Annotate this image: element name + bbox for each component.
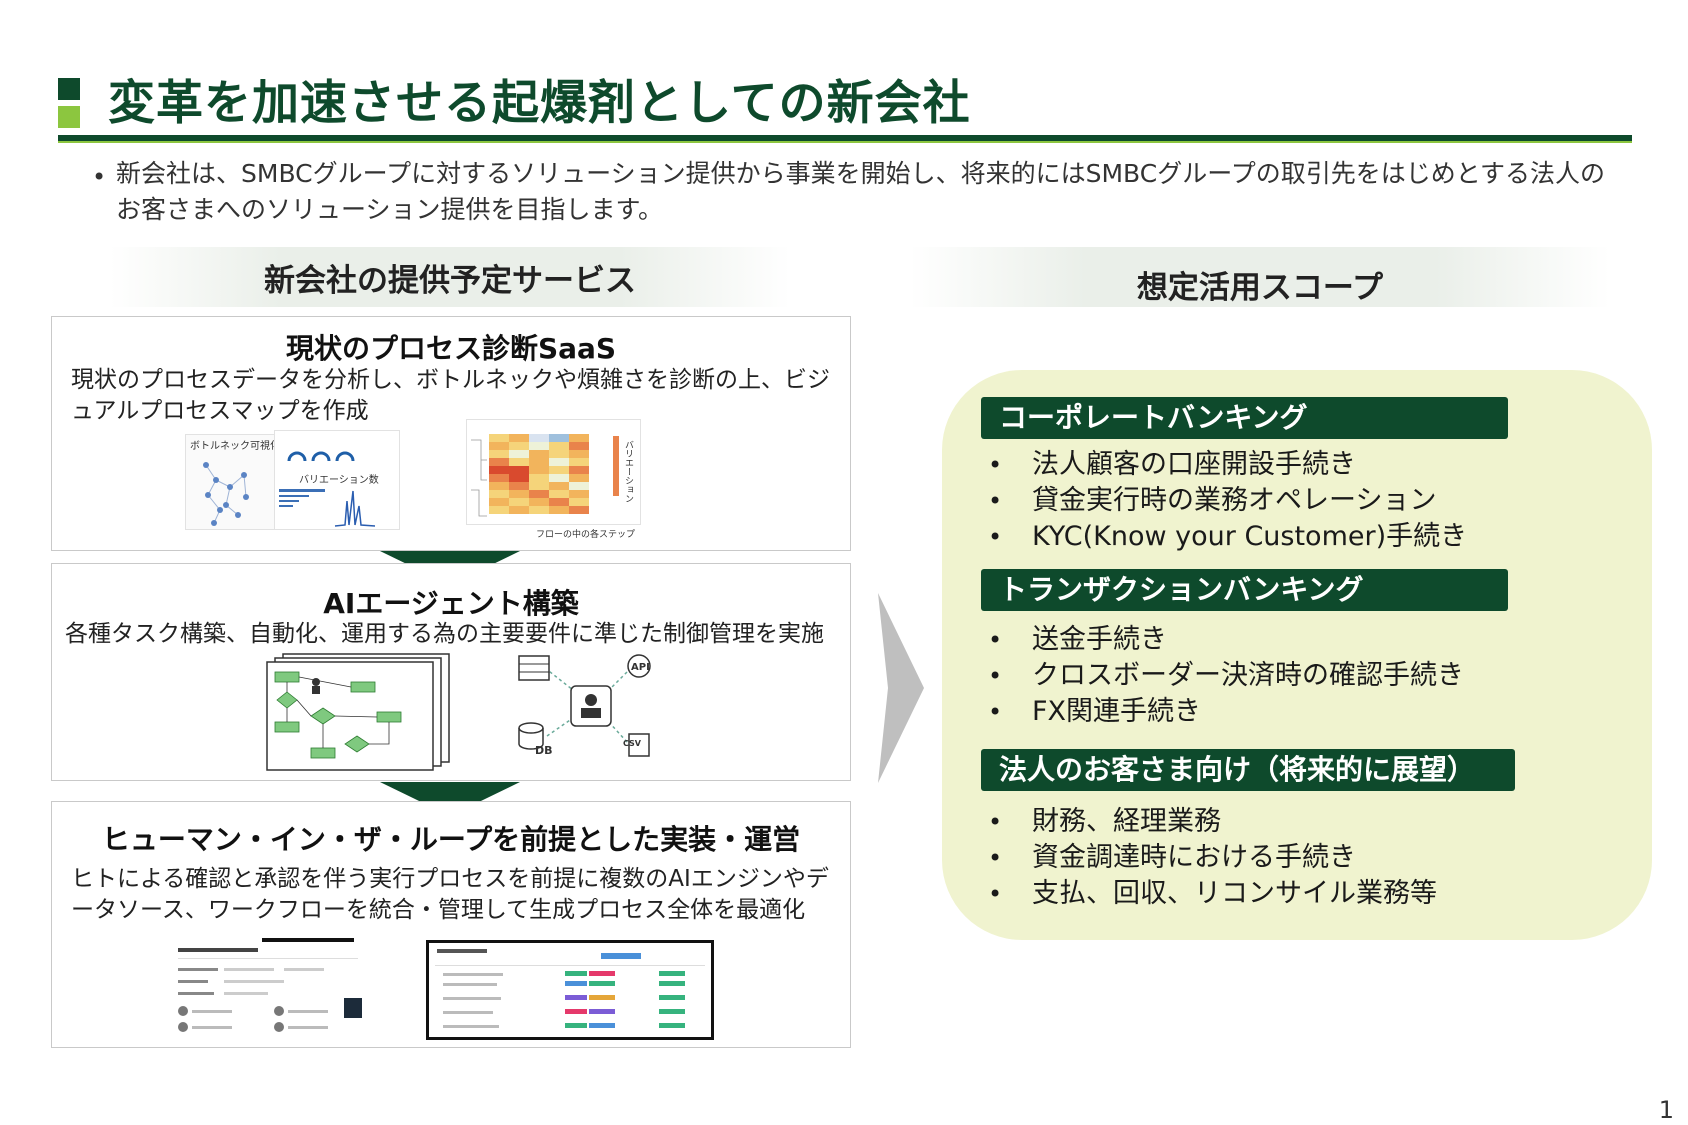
scope-header: 想定活用スコープ bbox=[910, 247, 1610, 307]
heatmap-image: バリエーション bbox=[466, 419, 641, 525]
csv-label: CSV bbox=[623, 739, 642, 748]
services-header: 新会社の提供予定サービス bbox=[110, 247, 790, 307]
list-item: 貸金実行時の業務オペレーション bbox=[980, 483, 1467, 519]
page-number: 1 bbox=[1658, 1096, 1674, 1124]
title-marker-dark bbox=[58, 78, 80, 100]
service-title: ヒューマン・イン・ザ・ループを前提とした実装・運営 bbox=[101, 823, 801, 856]
gauge-charts bbox=[279, 451, 376, 527]
title-marker-light bbox=[58, 106, 80, 128]
scope-heading-corporate-banking: コーポレートバンキング bbox=[981, 397, 1508, 439]
flow-arrow-right bbox=[878, 593, 924, 783]
scope-list-corporate-banking: 法人顧客の口座開設手続き 貸金実行時の業務オペレーション KYC(Know yo… bbox=[980, 447, 1467, 555]
service-description: 現状のプロセスデータを分析し、ボトルネックや煩雑さを診断の上、ビジュアルプロセス… bbox=[71, 367, 830, 424]
bullet-icon: • bbox=[92, 163, 107, 191]
app-screenshot-list bbox=[164, 938, 374, 1044]
scope-list-transaction-banking: 送金手続き クロスボーダー決済時の確認手続き FX関連手続き bbox=[980, 622, 1464, 730]
scope-heading-corporate-clients: 法人のお客さま向け（将来的に展望） bbox=[981, 749, 1515, 791]
service-box-ai-agent: AIエージェント構築 各種タスク構築、自動化、運用する為の主要要件に準じた制御管… bbox=[51, 563, 851, 781]
heatmap-side-label: バリエーション bbox=[623, 440, 633, 503]
api-gear-icon bbox=[627, 654, 651, 678]
list-item: 送金手続き bbox=[980, 622, 1464, 658]
service-box-process-diagnosis: 現状のプロセス診断SaaS 現状のプロセスデータを分析し、ボトルネックや煩雑さを… bbox=[51, 316, 851, 551]
variation-label: バリエーション数 bbox=[299, 475, 379, 486]
list-item: KYC(Know your Customer)手続き bbox=[980, 519, 1467, 555]
service-box-human-in-the-loop: ヒューマン・イン・ザ・ループを前提とした実装・運営 ヒトによる確認と承認を伴う実… bbox=[51, 801, 851, 1048]
page-title: 変革を加速させる起爆剤としての新会社 bbox=[108, 76, 971, 131]
ai-integration-diagram: DB API CSV bbox=[518, 654, 651, 757]
process-map-graph bbox=[203, 462, 249, 526]
service-description: ヒトによる確認と承認を伴う実行プロセスを前提に複数のAIエンジンやデータソース、… bbox=[71, 866, 829, 923]
list-item: 資金調達時における手続き bbox=[980, 840, 1437, 876]
service-title: AIエージェント構築 bbox=[323, 587, 579, 620]
variation-dashboard-image: バリエーション数 bbox=[274, 430, 400, 530]
service-description: 各種タスク構築、自動化、運用する為の主要要件に準じた制御管理を実施 bbox=[65, 621, 824, 647]
list-item: FX関連手続き bbox=[980, 694, 1464, 730]
list-item: 支払、回収、リコンサイル業務等 bbox=[980, 876, 1437, 912]
scope-heading-transaction-banking: トランザクションバンキング bbox=[981, 569, 1508, 611]
workflow-diagram-image bbox=[266, 653, 450, 771]
title-divider bbox=[58, 135, 1632, 143]
server-icon bbox=[518, 655, 550, 681]
db-label: DB bbox=[535, 744, 553, 757]
intro-text: 新会社は、SMBCグループに対するソリューション提供から事業を開始し、将来的には… bbox=[116, 159, 1605, 224]
list-item: 財務、経理業務 bbox=[980, 804, 1437, 840]
api-label: API bbox=[631, 662, 650, 673]
csv-file-icon bbox=[628, 733, 650, 757]
bottleneck-label: ボトルネック可視化 bbox=[190, 441, 280, 452]
service-title: 現状のプロセス診断SaaS bbox=[285, 332, 617, 365]
list-item: 法人顧客の口座開設手続き bbox=[980, 447, 1467, 483]
list-item: クロスボーダー決済時の確認手続き bbox=[980, 658, 1464, 694]
heatmap-grid bbox=[471, 434, 619, 517]
app-screenshot-table bbox=[426, 940, 714, 1040]
heatmap-caption: フローの中の各ステップ bbox=[536, 530, 636, 540]
scope-list-corporate-clients: 財務、経理業務 資金調達時における手続き 支払、回収、リコンサイル業務等 bbox=[980, 804, 1437, 912]
